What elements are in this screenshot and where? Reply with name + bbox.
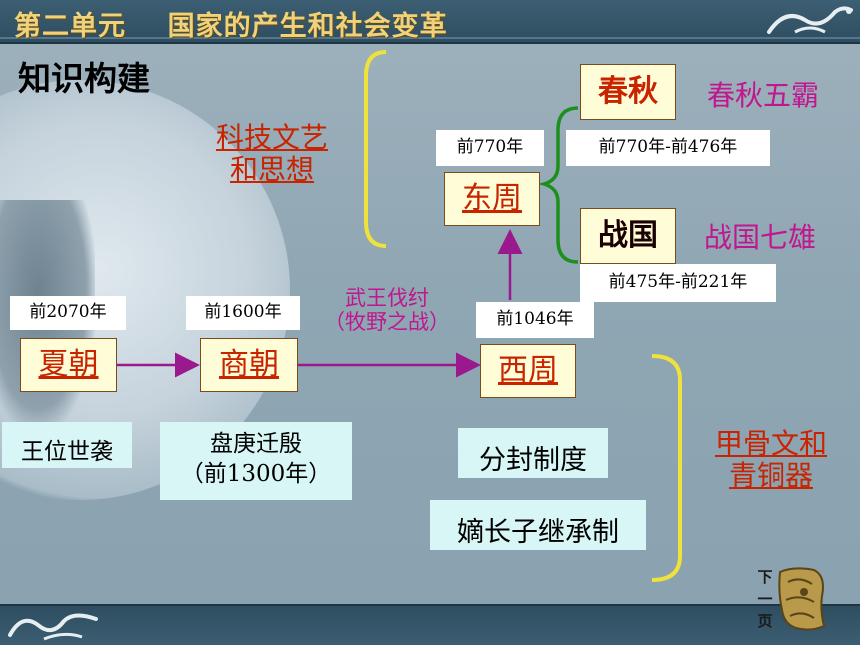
- brace-dongzhou-culture: [364, 50, 387, 248]
- dynasty-box-dongzhou: 东周: [444, 172, 540, 226]
- culture-label-shang-zhou-line-1: 甲骨文和: [714, 427, 827, 460]
- dynasty-name-xizhou: 西周: [498, 353, 558, 388]
- dynasty-box-xizhou: 西周: [480, 344, 576, 398]
- brace-shang-zhou-culture: [651, 354, 682, 582]
- date-label-dongzhou: 前770年: [436, 130, 544, 166]
- xizhou-note-fenfeng: 分封制度: [458, 428, 608, 478]
- next-page-label: 下 一 页: [756, 566, 774, 632]
- xia-note: 王位世袭: [2, 422, 132, 468]
- shang-note: 盘庚迁殷 （前1300年）: [160, 422, 352, 500]
- culture-label-dongzhou-line-1: 科技文艺: [215, 121, 328, 154]
- dynasty-name-dongzhou: 东周: [462, 181, 522, 216]
- xizhou-note-succession: 嫡长子继承制: [430, 500, 646, 550]
- next-page-char-1: 下: [757, 568, 773, 586]
- dragon-ornament-icon: [8, 613, 98, 641]
- period-name-chunqiu: 春秋: [598, 74, 658, 109]
- section-heading: 知识构建: [18, 59, 150, 98]
- event-label: 武王伐纣 （牧野之战）: [312, 286, 462, 334]
- bronze-artifact-icon: [778, 567, 826, 631]
- dynasty-name-shang: 商朝: [219, 347, 279, 382]
- chunqiu-note: 春秋五霸: [706, 79, 819, 112]
- shang-note-line-1: 盘庚迁殷: [210, 431, 302, 457]
- next-page-button[interactable]: 下 一 页: [750, 566, 830, 636]
- dynasty-box-shang: 商朝: [200, 338, 298, 392]
- next-page-char-3: 页: [757, 612, 773, 630]
- period-box-zhanguo: 战国: [580, 208, 676, 264]
- culture-label-dongzhou: 科技文艺 和思想: [198, 121, 346, 187]
- period-box-chunqiu: 春秋: [580, 64, 676, 120]
- date-label-shang: 前1600年: [186, 296, 300, 330]
- culture-label-shang-zhou-line-2: 青铜器: [728, 459, 813, 493]
- slide-title: 第二单元 国家的产生和社会变革: [14, 11, 448, 42]
- culture-label-shang-zhou: 甲骨文和 青铜器: [696, 427, 846, 493]
- date-label-chunqiu: 前770年-前476年: [566, 130, 770, 166]
- dragon-ornament-icon: [767, 6, 853, 34]
- culture-label-dongzhou-line-2: 和思想: [229, 153, 314, 187]
- date-label-xizhou: 前1046年: [476, 302, 594, 338]
- next-page-char-2: 一: [757, 590, 773, 608]
- title-bar: [0, 0, 860, 44]
- date-label-zhanguo: 前475年-前221年: [580, 264, 776, 302]
- period-name-zhanguo: 战国: [598, 218, 658, 253]
- shang-note-line-2: （前1300年）: [180, 460, 332, 487]
- zhanguo-note: 战国七雄: [703, 221, 816, 254]
- date-label-xia: 前2070年: [10, 296, 126, 330]
- dynasty-name-xia: 夏朝: [38, 347, 99, 382]
- brace-dongzhou-periods: [537, 106, 579, 264]
- dynasty-box-xia: 夏朝: [20, 338, 117, 392]
- footer-bar: [0, 604, 860, 645]
- event-line-1: 武王伐纣: [345, 286, 429, 310]
- event-line-2: （牧野之战）: [324, 310, 450, 335]
